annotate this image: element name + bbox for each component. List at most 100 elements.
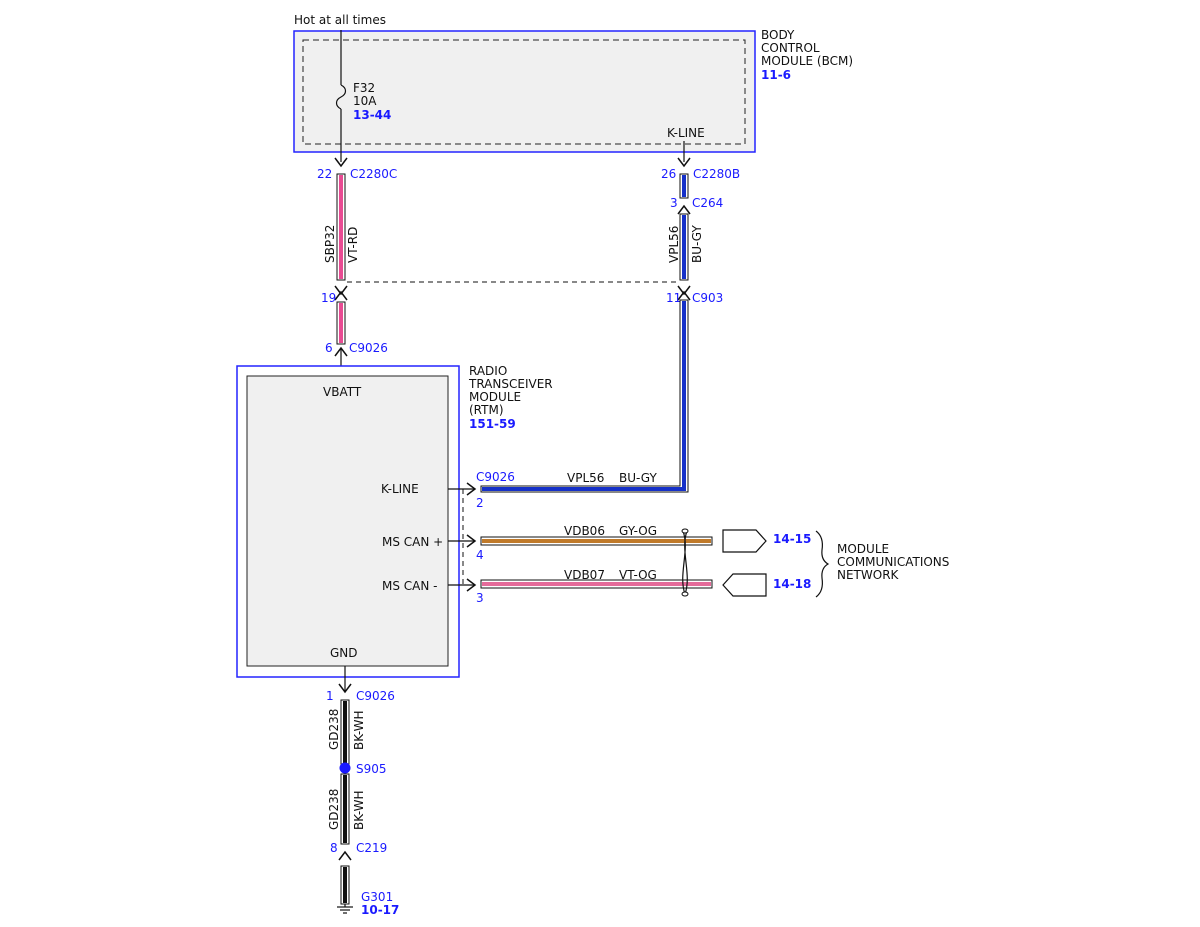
ground-name[interactable]: G301 xyxy=(361,890,393,904)
vpl56-wire-seg1-color xyxy=(682,175,686,197)
fuse-rating: 10A xyxy=(353,94,377,108)
connector-arrow-icon xyxy=(677,290,691,301)
c903-right-name[interactable]: C903 xyxy=(692,291,723,305)
vpl56-wire-main-color xyxy=(482,301,686,491)
bcm-internal-boundary xyxy=(302,39,746,145)
supply-label: Hot at all times xyxy=(294,13,386,27)
supply-circuit: Hot at all times F32 10A 13-44 xyxy=(294,13,391,162)
c903-right-pin: 11 xyxy=(666,291,681,305)
connector-arrow-icon xyxy=(466,578,477,592)
bcm-reference[interactable]: 11-6 xyxy=(761,68,791,82)
offpage-connector-minus-icon[interactable] xyxy=(722,573,767,597)
network-label-line-3: NETWORK xyxy=(837,568,900,582)
offpage-connector-plus-icon[interactable] xyxy=(722,529,767,553)
ground-icon xyxy=(337,904,353,914)
c9026-top-name[interactable]: C9026 xyxy=(349,341,388,355)
c264-pin: 3 xyxy=(670,196,678,210)
connector-arrow-icon xyxy=(677,157,691,168)
c2280b-name[interactable]: C2280B xyxy=(693,167,740,181)
fuse-reference[interactable]: 13-44 xyxy=(353,108,391,122)
sbp32-circuit: 22 C2280C SBP32 VT-RD 19 6 C9026 xyxy=(317,157,397,376)
c2280c-name[interactable]: C2280C xyxy=(350,167,397,181)
vdb07-wire-color xyxy=(482,582,711,586)
c9026-can-plus-pin: 4 xyxy=(476,548,484,562)
ms-can-circuit: VDB06 GY-OG VDB07 VT-OG 14-15 14-18 MODU… xyxy=(480,524,949,598)
ground-circuit: 1 C9026 GD238 BK-WH S905 GD238 BK-WH 8 C… xyxy=(326,666,399,917)
gd238-lower-color-label: BK-WH xyxy=(352,790,366,830)
c9026-gnd-name[interactable]: C9026 xyxy=(356,689,395,703)
vdb06-circuit-label: VDB06 xyxy=(564,524,605,538)
vpl56-color-label: BU-GY xyxy=(690,225,704,263)
network-label-line-2: COMMUNICATIONS xyxy=(837,555,949,569)
sbp32-wire-lower-color xyxy=(339,303,343,343)
bcm-module-outline xyxy=(293,30,756,153)
connector-arrow-icon xyxy=(466,482,477,496)
network-label-line-1: MODULE xyxy=(837,542,889,556)
bcm-name-line-2: CONTROL xyxy=(761,41,820,55)
connector-arrow-icon xyxy=(677,204,691,215)
connector-arrow-icon xyxy=(334,290,348,301)
connector-arrow-icon xyxy=(338,683,352,694)
rtm-pin-vbatt: VBATT xyxy=(323,385,362,399)
twisted-pair-end-icon xyxy=(681,591,689,597)
rtm-name-line-4: (RTM) xyxy=(469,403,504,417)
network-ref-minus[interactable]: 14-18 xyxy=(773,577,811,591)
bcm-name-line-3: MODULE (BCM) xyxy=(761,54,853,68)
connector-arrow-icon xyxy=(334,285,348,296)
rtm-pin-ms-can-plus: MS CAN + xyxy=(382,535,443,549)
vpl56-circuit-label: VPL56 xyxy=(667,226,681,263)
vpl56-horizontal-circuit-label: VPL56 xyxy=(567,471,604,485)
rtm-pin-ms-can-minus: MS CAN - xyxy=(382,579,438,593)
gd238-lower-circuit-label: GD238 xyxy=(327,789,341,830)
gd238-upper-circuit-label: GD238 xyxy=(327,709,341,750)
sbp32-wire-upper-color xyxy=(339,175,343,279)
c9026-kline-name[interactable]: C9026 xyxy=(476,470,515,484)
vdb06-wire-color xyxy=(482,539,711,543)
bcm-module: BODY CONTROL MODULE (BCM) 11-6 K-LINE xyxy=(293,28,853,153)
vpl56-wire-main xyxy=(480,299,689,493)
c9026-side-connector: C9026 2 4 3 xyxy=(448,470,515,605)
c264-name[interactable]: C264 xyxy=(692,196,723,210)
rtm-name-line-2: TRANSCEIVER xyxy=(468,377,553,391)
rtm-name-line-3: MODULE xyxy=(469,390,521,404)
fuse-name: F32 xyxy=(353,81,375,95)
twisted-pair-icon xyxy=(682,530,688,595)
gd238-wire-lower-color xyxy=(343,775,347,843)
splice-icon[interactable] xyxy=(339,762,351,774)
rtm-name-line-1: RADIO xyxy=(469,364,507,378)
vdb07-color-label: VT-OG xyxy=(619,568,657,582)
network-ref-plus[interactable]: 14-15 xyxy=(773,532,811,546)
bcm-name-line-1: BODY xyxy=(761,28,795,42)
c9026-gnd-pin: 1 xyxy=(326,689,334,703)
c9026-top-pin: 6 xyxy=(325,341,333,355)
bcm-kline-pin-label: K-LINE xyxy=(667,126,705,140)
c2280c-pin: 22 xyxy=(317,167,332,181)
c2280b-pin: 26 xyxy=(661,167,676,181)
gd238-wire-ground-color xyxy=(343,867,347,903)
vdb06-color-label: GY-OG xyxy=(619,524,657,538)
rtm-module: RADIO TRANSCEIVER MODULE (RTM) 151-59 VB… xyxy=(236,364,553,678)
splice-name[interactable]: S905 xyxy=(356,762,387,776)
connector-arrow-icon xyxy=(677,285,691,296)
c219-name[interactable]: C219 xyxy=(356,841,387,855)
c9026-kline-pin: 2 xyxy=(476,496,484,510)
rtm-pin-gnd: GND xyxy=(330,646,358,660)
vpl56-wire-seg2-color xyxy=(682,215,686,279)
ground-reference[interactable]: 10-17 xyxy=(361,903,399,917)
connector-arrow-icon xyxy=(334,157,348,168)
c9026-can-minus-pin: 3 xyxy=(476,591,484,605)
sbp32-circuit-label: SBP32 xyxy=(323,225,337,263)
vpl56-horizontal-color-label: BU-GY xyxy=(619,471,657,485)
sbp32-color-label: VT-RD xyxy=(346,227,360,263)
fuse-icon xyxy=(335,84,347,110)
rtm-reference[interactable]: 151-59 xyxy=(469,417,516,431)
connector-arrow-icon xyxy=(338,850,352,861)
gd238-upper-color-label: BK-WH xyxy=(352,710,366,750)
rtm-pin-kline: K-LINE xyxy=(381,482,419,496)
brace-icon xyxy=(815,530,830,598)
vpl56-vertical-circuit: 26 C2280B 3 C264 VPL56 BU-GY 11 C903 xyxy=(480,157,740,493)
gd238-wire-upper-color xyxy=(343,701,347,763)
twisted-pair-end-icon xyxy=(681,528,689,534)
rtm-module-body xyxy=(246,375,449,667)
